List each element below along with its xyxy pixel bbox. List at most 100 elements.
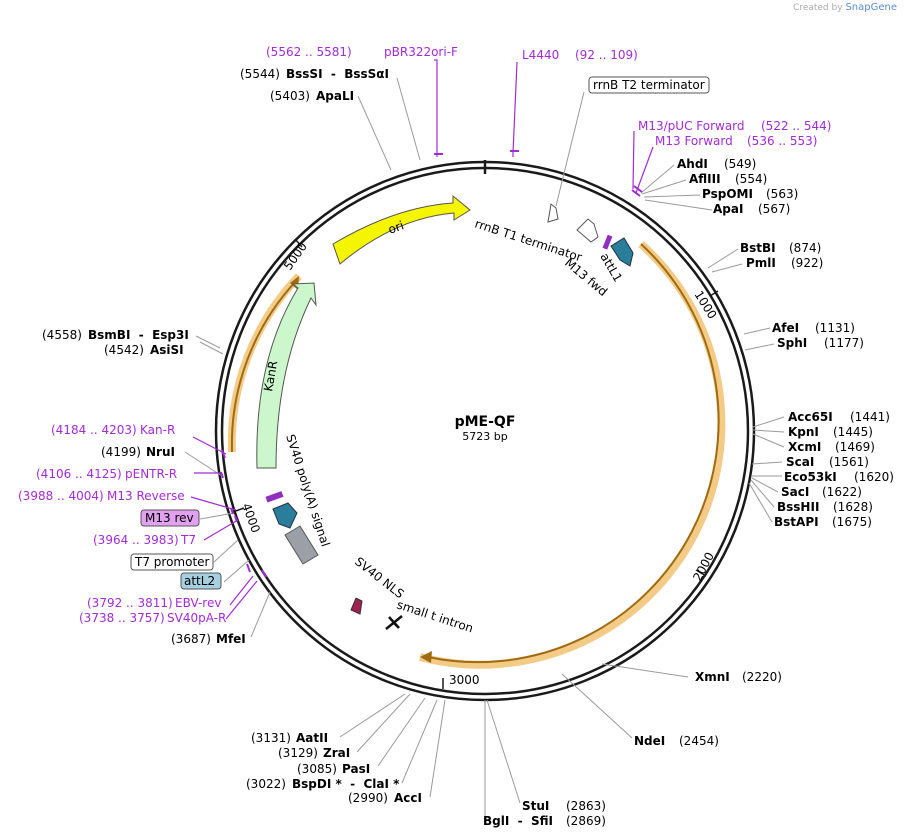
site-bsssi-bsssai[interactable]: (5544) BssSI - BssSαI <box>240 67 389 81</box>
site-xcmi[interactable]: XcmI (1469) <box>788 440 875 454</box>
primer-t7[interactable]: (3964 .. 3983) T7 <box>93 533 196 547</box>
site-pspomi[interactable]: PspOMI (563) <box>702 187 798 201</box>
primer-range: (4184 .. 4203) <box>51 423 137 437</box>
site-name: AsiSI <box>150 343 184 357</box>
primer-name: pBR322ori-F <box>384 45 458 59</box>
site-name: ZraI <box>323 746 350 760</box>
primer-l4440[interactable]: L4440 (92 .. 109) <box>522 48 638 62</box>
site-name: PmlI <box>746 256 776 270</box>
tick-5000: 5000 <box>281 240 310 273</box>
site-location: (2454) <box>679 734 719 748</box>
site-name: ApaLI <box>316 89 354 103</box>
site-location: (1445) <box>833 425 873 439</box>
site-name: PasI <box>342 762 370 776</box>
site-apali[interactable]: (5403) ApaLI <box>270 89 354 103</box>
primer-name: T7 <box>180 533 196 547</box>
site-location: (1131) <box>815 321 855 335</box>
site-name: MfeI <box>216 632 246 646</box>
site-bsmbi-esp3i[interactable]: (4558) BsmBI - Esp3I <box>42 328 189 342</box>
site-name: StuI <box>522 799 549 813</box>
site-name: ApaI <box>713 202 743 216</box>
primer-pbr322ori-f[interactable]: (5562 .. 5581) pBR322ori-F <box>266 45 458 59</box>
site-afei[interactable]: AfeI (1131) <box>772 321 855 335</box>
site-zrai[interactable]: (3129) ZraI <box>278 746 350 760</box>
site-location: (1622) <box>822 485 862 499</box>
primer-range: (3964 .. 3983) <box>93 533 179 547</box>
attl2-box[interactable]: attL2 <box>180 572 222 590</box>
primer-range: (3792 .. 3811) <box>87 596 173 610</box>
site-scai[interactable]: ScaI (1561) <box>786 455 869 469</box>
primer-m13-puc-forward[interactable]: M13/pUC Forward (522 .. 544) <box>638 119 831 133</box>
primer-kan-r[interactable]: (4184 .. 4203) Kan-R <box>51 423 175 437</box>
primer-name: EBV-rev <box>175 596 221 610</box>
site-ahdi[interactable]: AhdI (549) <box>677 157 756 171</box>
site-location: (554) <box>735 172 767 186</box>
site-ndei[interactable]: NdeI (2454) <box>634 734 719 748</box>
site-name: PspOMI <box>702 187 753 201</box>
site-location: (4199) <box>101 445 141 459</box>
site-kpni[interactable]: KpnI (1445) <box>788 425 873 439</box>
site-bgli-sfii[interactable]: BglI - SfiI (2869) <box>483 814 606 828</box>
primer-name: M13 Reverse <box>107 489 185 503</box>
site-name: NdeI <box>634 734 665 748</box>
site-mfei[interactable]: (3687) MfeI <box>171 632 246 646</box>
attl2-feature <box>272 502 298 529</box>
site-pasi[interactable]: (3085) PasI <box>297 762 370 776</box>
plasmid-length: 5723 bp <box>462 430 507 443</box>
site-aatii[interactable]: (3131) AatII <box>251 731 328 745</box>
plasmid-name: pME-QF <box>455 414 516 430</box>
credit-prefix: Created by <box>793 3 843 13</box>
site-bstbi[interactable]: BstBI (874) <box>740 241 821 255</box>
small-t-intron-shape <box>385 615 403 630</box>
site-name: NruI <box>146 445 175 459</box>
rrnb-t2-terminator-box[interactable]: rrnB T2 terminator <box>588 76 710 94</box>
site-saci[interactable]: SacI (1622) <box>781 485 862 499</box>
site-name: AfeI <box>772 321 799 335</box>
site-asisi[interactable]: (4542) AsiSI <box>104 343 184 357</box>
site-apai[interactable]: ApaI (567) <box>713 202 790 216</box>
primer-m13-reverse[interactable]: (3988 .. 4004) M13 Reverse <box>18 489 185 503</box>
site-location: (922) <box>791 256 823 270</box>
primer-name: M13/pUC Forward <box>638 119 745 133</box>
site-nrui[interactable]: (4199) NruI <box>101 445 175 459</box>
site-sphi[interactable]: SphI (1177) <box>777 336 864 350</box>
site-afliii[interactable]: AflIII (554) <box>689 172 767 186</box>
primer-range: (522 .. 544) <box>761 119 831 133</box>
site-name: BstAPI <box>774 515 819 529</box>
rrnb-t2-terminator-label: rrnB T2 terminator <box>593 78 705 92</box>
site-location: (3131) <box>251 731 291 745</box>
site-stui[interactable]: StuI (2863) <box>522 799 606 813</box>
site-acci[interactable]: (2990) AccI <box>348 791 422 805</box>
primer-lines <box>190 59 654 620</box>
site-name: KpnI <box>788 425 819 439</box>
m13rev-primer-mark <box>265 491 284 503</box>
site-bspdi-clai[interactable]: (3022) BspDI * - ClaI * <box>246 777 400 791</box>
primer-sv40pa-r[interactable]: (3738 .. 3757) SV40pA-R <box>79 611 226 625</box>
primer-pentr-r[interactable]: (4106 .. 4125) pENTR-R <box>36 467 177 481</box>
site-xmni[interactable]: XmnI (2220) <box>695 670 782 684</box>
snapgene-credit: Created by SnapGene <box>793 2 897 13</box>
site-name: Eco53kI <box>784 470 837 484</box>
tick-2000: 2000 <box>690 550 717 584</box>
t7-promoter-box[interactable]: T7 promoter <box>130 553 214 571</box>
attl1-feature <box>610 237 634 267</box>
site-name: BspDI * - ClaI * <box>292 777 400 791</box>
attl2-label: attL2 <box>184 574 215 588</box>
m13-rev-box[interactable]: M13 rev <box>140 509 200 527</box>
site-location: (1441) <box>850 410 890 424</box>
site-pmli[interactable]: PmlI (922) <box>746 256 823 270</box>
cds-arrow-arc <box>427 243 720 664</box>
site-bsshii[interactable]: BssHII (1628) <box>777 500 873 514</box>
primer-m13-forward[interactable]: M13 Forward (536 .. 553) <box>655 134 817 148</box>
site-name: BstBI <box>740 241 776 255</box>
site-location: (3129) <box>278 746 318 760</box>
site-acc65i[interactable]: Acc65I (1441) <box>788 410 890 424</box>
site-bstapi[interactable]: BstAPI (1675) <box>774 515 872 529</box>
site-eco53ki[interactable]: Eco53kI (1620) <box>784 470 894 484</box>
site-name: AccI <box>394 791 422 805</box>
sv40-nls-feature <box>350 597 363 615</box>
site-name: BssSI - BssSαI <box>286 67 389 81</box>
primer-ebv-rev[interactable]: (3792 .. 3811) EBV-rev <box>87 596 221 610</box>
primer-name: M13 Forward <box>655 134 733 148</box>
